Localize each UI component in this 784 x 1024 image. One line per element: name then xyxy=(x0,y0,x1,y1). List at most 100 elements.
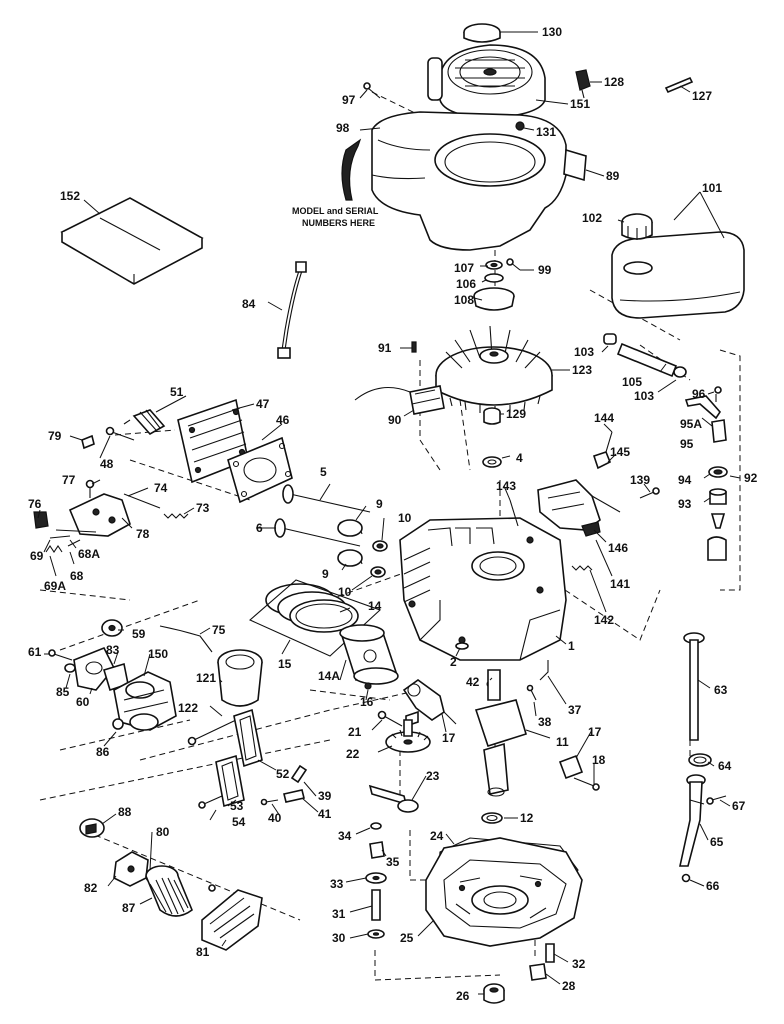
label-144: 144 xyxy=(594,411,614,425)
part-139-screw xyxy=(639,487,660,499)
part-60-adapter xyxy=(73,646,115,691)
part-74-spring xyxy=(123,493,161,509)
part-82-knob xyxy=(113,851,149,887)
part-28-drain-plug xyxy=(529,963,547,981)
label-9-a: 9 xyxy=(376,497,383,511)
label-103-b: 103 xyxy=(634,389,654,403)
label-88: 88 xyxy=(118,805,132,819)
label-83: 83 xyxy=(106,643,120,657)
label-128: 128 xyxy=(604,75,624,89)
label-139: 139 xyxy=(630,473,650,487)
label-91: 91 xyxy=(378,341,392,355)
label-121: 121 xyxy=(196,671,216,685)
part-46-head-gasket xyxy=(227,436,293,504)
label-82: 82 xyxy=(84,881,98,895)
part-84-wire xyxy=(277,261,307,359)
label-80: 80 xyxy=(156,825,170,839)
leader-lines xyxy=(37,31,741,995)
part-151-starter xyxy=(427,44,546,119)
part-59-bushing xyxy=(101,619,123,637)
label-17-a: 17 xyxy=(442,731,456,745)
part-94-ring xyxy=(708,466,728,478)
part-40-screw xyxy=(260,798,279,806)
label-86: 86 xyxy=(96,745,110,759)
part-152-filter-pad xyxy=(60,197,204,285)
label-150: 150 xyxy=(148,647,168,661)
part-90-ignition-coil xyxy=(354,385,445,415)
label-89: 89 xyxy=(606,169,620,183)
part-30-washer xyxy=(367,929,385,939)
label-37: 37 xyxy=(568,703,582,717)
label-17-b: 17 xyxy=(588,725,602,739)
part-79-washer xyxy=(81,434,95,450)
label-12: 12 xyxy=(520,811,534,825)
label-81: 81 xyxy=(196,945,210,959)
label-61: 61 xyxy=(28,645,42,659)
part-101-fuel-tank xyxy=(611,231,745,319)
label-30: 30 xyxy=(332,931,346,945)
label-14A: 14A xyxy=(318,669,340,683)
part-23-camshaft xyxy=(368,784,419,813)
part-9-valve-spring-upper xyxy=(337,519,363,537)
label-103-a: 103 xyxy=(574,345,594,359)
label-95: 95 xyxy=(680,437,694,451)
label-41: 41 xyxy=(318,807,332,821)
part-121-cup xyxy=(217,649,263,707)
label-9-b: 9 xyxy=(322,567,329,581)
part-85-washer xyxy=(64,663,76,673)
part-35-nut xyxy=(369,841,385,859)
label-75: 75 xyxy=(212,623,226,637)
part-66-bolt xyxy=(681,873,691,883)
label-2: 2 xyxy=(450,655,457,669)
part-89-plate xyxy=(563,148,587,182)
part-16-pin xyxy=(364,682,372,690)
label-141: 141 xyxy=(610,577,630,591)
part-68A-link xyxy=(55,529,97,533)
part-5-valve xyxy=(282,484,371,513)
label-11: 11 xyxy=(556,735,569,749)
label-77: 77 xyxy=(62,473,76,487)
part-105-fuel-line xyxy=(616,342,687,378)
part-9-valve-spring-lower xyxy=(337,549,363,567)
label-127: 127 xyxy=(692,89,712,103)
model-serial-note-line2: NUMBERS HERE xyxy=(302,218,375,228)
part-14-piston-rings xyxy=(265,583,359,633)
part-146-lever xyxy=(581,521,601,537)
part-22-gear xyxy=(385,719,431,753)
part-68-screw xyxy=(67,539,81,547)
label-33: 33 xyxy=(330,877,344,891)
part-10-retainer-upper xyxy=(372,540,388,552)
label-96: 96 xyxy=(692,387,706,401)
label-142: 142 xyxy=(594,613,614,627)
label-73: 73 xyxy=(196,501,210,515)
part-129-bearing xyxy=(483,407,501,425)
part-52-gasket xyxy=(233,708,263,768)
label-22: 22 xyxy=(346,747,360,761)
part-65-fill-tube xyxy=(679,774,706,867)
part-61-screw xyxy=(48,649,73,661)
label-87: 87 xyxy=(122,901,136,915)
label-130: 130 xyxy=(542,25,562,39)
part-2-bolt xyxy=(455,642,469,650)
part-76-nut xyxy=(33,511,49,529)
label-10-a: 10 xyxy=(398,511,412,525)
label-129: 129 xyxy=(506,407,526,421)
label-42: 42 xyxy=(466,675,480,689)
label-26: 26 xyxy=(456,989,470,1003)
label-79: 79 xyxy=(48,429,62,443)
part-143-rod xyxy=(509,499,519,527)
part-26-oil-seal xyxy=(483,983,505,1004)
label-68: 68 xyxy=(70,569,84,583)
label-102: 102 xyxy=(582,211,602,225)
label-52: 52 xyxy=(276,767,290,781)
part-51-spark-plug xyxy=(123,409,166,436)
part-14A-piston xyxy=(339,624,399,685)
label-108: 108 xyxy=(454,293,474,307)
label-35: 35 xyxy=(386,855,400,869)
part-37-rod xyxy=(539,660,549,681)
part-123-flywheel xyxy=(435,325,553,414)
part-78-governor-plate xyxy=(68,493,131,537)
label-31: 31 xyxy=(332,907,346,921)
label-48: 48 xyxy=(100,457,114,471)
